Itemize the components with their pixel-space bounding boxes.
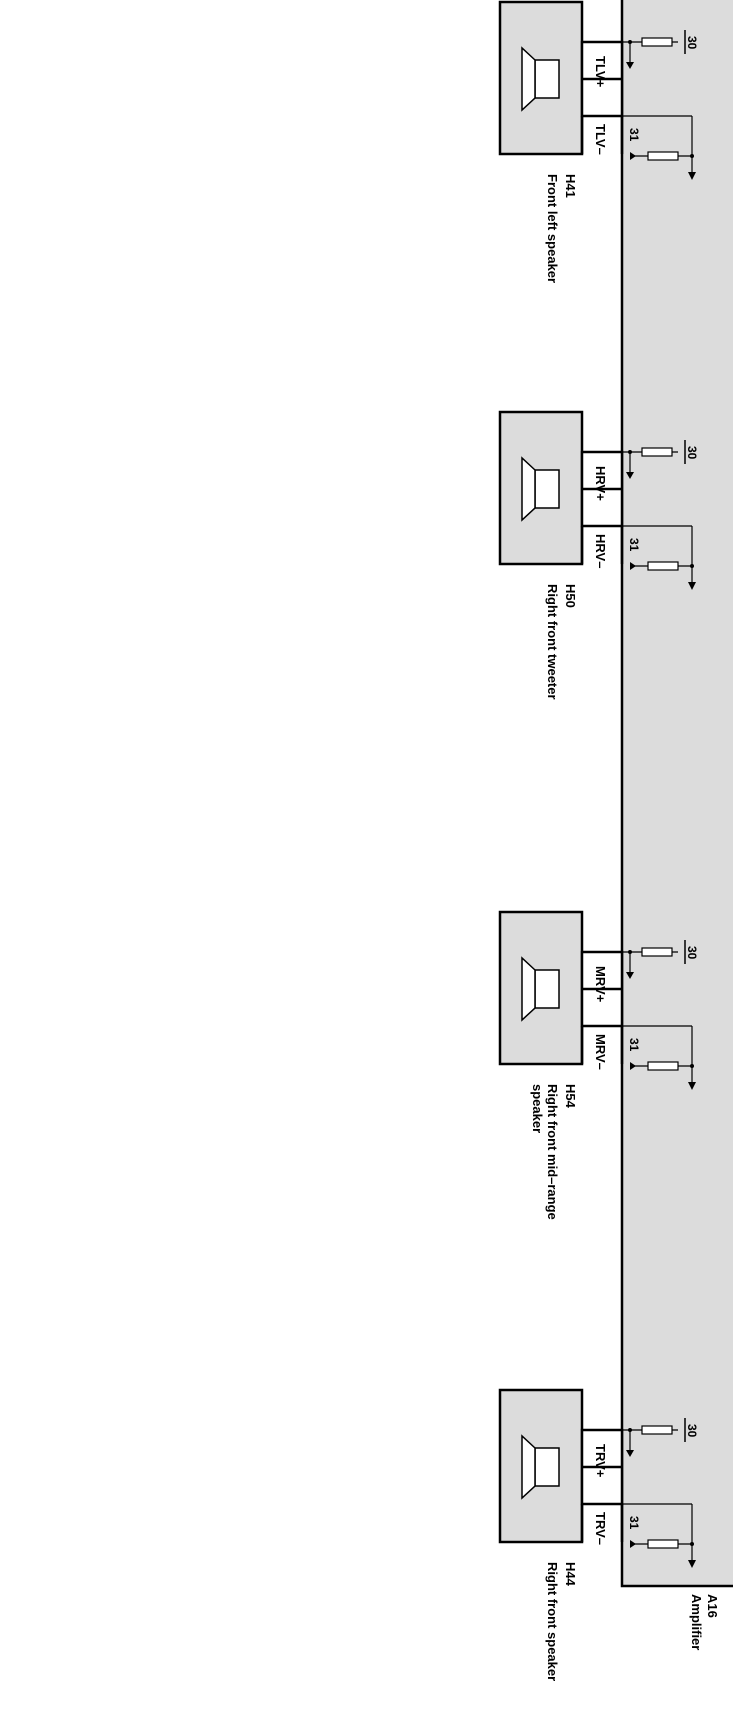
terminal-31-circuit: 31: [622, 1025, 696, 1090]
speaker-name-line: Right front speaker: [545, 1562, 560, 1681]
speaker-name-line: Right front mid–range: [545, 1084, 560, 1220]
terminal-31-label: 31: [627, 1038, 641, 1052]
speaker-icon: [521, 956, 560, 1022]
amplifier-code: A16: [705, 1594, 720, 1618]
pin-label-minus: MRV–: [593, 1034, 608, 1070]
terminal-30-circuit: 30: [622, 1418, 699, 1457]
amplifier-module: A16 Amplifier: [620, 0, 733, 1650]
speaker-icon: [521, 46, 560, 112]
speaker-name-line: Right front tweeter: [545, 584, 560, 700]
terminal-30-circuit: 30: [622, 940, 699, 979]
terminal-30-circuit: 30: [622, 30, 699, 69]
terminal-30-label: 30: [685, 446, 699, 460]
amplifier-name: Amplifier: [689, 1594, 704, 1650]
terminal-31-circuit: 31: [622, 525, 696, 590]
pin-label-plus: HRV+: [593, 466, 608, 501]
terminal-30-label: 30: [685, 1424, 699, 1438]
terminal-31-circuit: 31: [622, 1503, 696, 1568]
speaker-box: [498, 410, 584, 566]
terminal-31-label: 31: [627, 1516, 641, 1530]
speaker-code: H44: [563, 1562, 578, 1587]
terminal-30-label: 30: [685, 946, 699, 960]
terminal-30-label: 30: [685, 36, 699, 50]
speaker-icon: [521, 456, 560, 522]
speaker-code: H41: [563, 174, 578, 198]
speaker-name-line: speaker: [530, 1084, 545, 1133]
pin-label-minus: TRV–: [593, 1512, 608, 1545]
terminal-31-circuit: 31: [622, 115, 696, 180]
pin-label-plus: MRV+: [593, 966, 608, 1003]
terminal-31-label: 31: [627, 538, 641, 552]
pin-label-plus: TRV+: [593, 1444, 608, 1478]
speaker-name-line: Front left speaker: [545, 174, 560, 283]
speaker-code: H54: [563, 1084, 578, 1109]
terminal-30-circuit: 30: [622, 440, 699, 479]
speaker-icon: [521, 1434, 560, 1500]
terminal-31-label: 31: [627, 128, 641, 142]
pin-label-minus: HRV–: [593, 534, 608, 568]
amplifier-box: [620, 0, 733, 1588]
pin-label-minus: TLV–: [593, 124, 608, 155]
pin-label-plus: TLV+: [593, 56, 608, 88]
speaker-code: H50: [563, 584, 578, 608]
